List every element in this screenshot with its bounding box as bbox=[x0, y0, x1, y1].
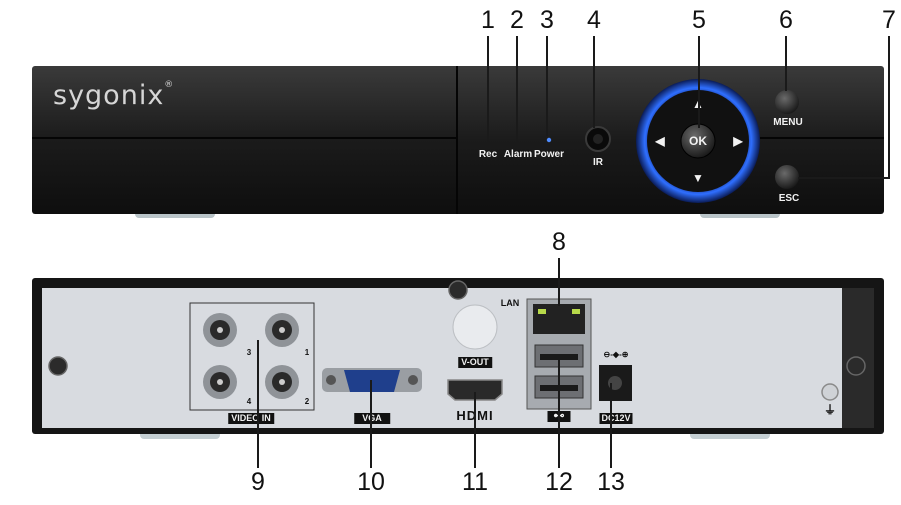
leader-4 bbox=[593, 36, 595, 128]
screw-right bbox=[846, 356, 866, 376]
esc-button[interactable] bbox=[775, 165, 799, 189]
ir-label: IR bbox=[593, 157, 603, 168]
vga-label: VGA bbox=[354, 413, 390, 424]
bnc-number-3: 3 bbox=[246, 348, 252, 357]
registered-mark: ® bbox=[164, 80, 175, 90]
v-out-label: V-OUT bbox=[458, 357, 492, 368]
screw-top bbox=[448, 280, 468, 300]
leader-6 bbox=[785, 36, 787, 91]
callout-13: 13 bbox=[597, 468, 625, 496]
callout-6: 6 bbox=[779, 6, 793, 34]
rec-indicator-label: Rec bbox=[478, 149, 498, 160]
polarity-icon: ⊖-◆-⊕ bbox=[603, 350, 629, 359]
nav-down-icon[interactable]: ▼ bbox=[692, 171, 704, 185]
leader-3 bbox=[546, 36, 548, 136]
leader-11 bbox=[474, 392, 476, 468]
callout-5: 5 bbox=[692, 6, 706, 34]
callout-9: 9 bbox=[251, 468, 265, 496]
bnc-connector-3[interactable] bbox=[203, 313, 237, 347]
dc-power-jack[interactable] bbox=[599, 365, 632, 401]
v-out-port[interactable] bbox=[452, 304, 498, 350]
callout-3: 3 bbox=[540, 6, 554, 34]
dc12v-label: DC12V bbox=[599, 413, 633, 424]
callout-2: 2 bbox=[510, 6, 524, 34]
bnc-number-1: 1 bbox=[304, 348, 310, 357]
video-in-label: VIDEO IN bbox=[228, 413, 274, 424]
screw-left bbox=[48, 356, 68, 376]
power-indicator-label: Power bbox=[533, 149, 565, 160]
callout-1: 1 bbox=[481, 6, 495, 34]
callout-12: 12 bbox=[545, 468, 573, 496]
dvr-front-panel bbox=[32, 66, 884, 218]
esc-button-label: ESC bbox=[778, 193, 800, 204]
bnc-number-4: 4 bbox=[246, 397, 252, 406]
menu-button-label: MENU bbox=[773, 117, 803, 128]
leader-2 bbox=[516, 36, 518, 144]
alarm-indicator-label: Alarm bbox=[503, 149, 533, 160]
leader-5 bbox=[698, 36, 700, 128]
lan-port[interactable] bbox=[533, 304, 585, 334]
callout-8: 8 bbox=[552, 228, 566, 256]
vga-port[interactable] bbox=[322, 368, 422, 392]
leader-9 bbox=[257, 340, 259, 468]
nav-left-icon[interactable]: ◀ bbox=[655, 134, 665, 148]
video-in-frame bbox=[189, 302, 315, 411]
leader-7 bbox=[888, 36, 890, 178]
nav-right-icon[interactable]: ▶ bbox=[733, 134, 743, 148]
leader-13 bbox=[610, 383, 612, 468]
lan-label: LAN bbox=[500, 298, 520, 308]
leader-10 bbox=[370, 380, 372, 468]
brand-logo: sygonix® bbox=[53, 80, 174, 111]
leader-12 bbox=[558, 356, 560, 468]
bnc-number-2: 2 bbox=[304, 397, 310, 406]
callout-11: 11 bbox=[462, 468, 488, 496]
leader-7-horizontal bbox=[798, 177, 890, 179]
ground-screw bbox=[821, 383, 839, 401]
bnc-connector-1[interactable] bbox=[265, 313, 299, 347]
ground-icon: ⏚ bbox=[823, 403, 837, 417]
leader-1 bbox=[487, 36, 489, 144]
callout-4: 4 bbox=[587, 6, 601, 34]
bnc-connector-2[interactable] bbox=[265, 365, 299, 399]
back-plate bbox=[42, 288, 842, 428]
callout-7: 7 bbox=[882, 6, 896, 34]
leader-8 bbox=[558, 258, 560, 306]
callout-10: 10 bbox=[357, 468, 385, 496]
menu-button[interactable] bbox=[775, 90, 799, 114]
hdmi-port[interactable] bbox=[447, 379, 503, 401]
ok-button-label[interactable]: OK bbox=[689, 134, 707, 148]
brand-name: sygonix bbox=[53, 80, 165, 111]
power-led bbox=[546, 137, 552, 143]
bnc-connector-4[interactable] bbox=[203, 365, 237, 399]
